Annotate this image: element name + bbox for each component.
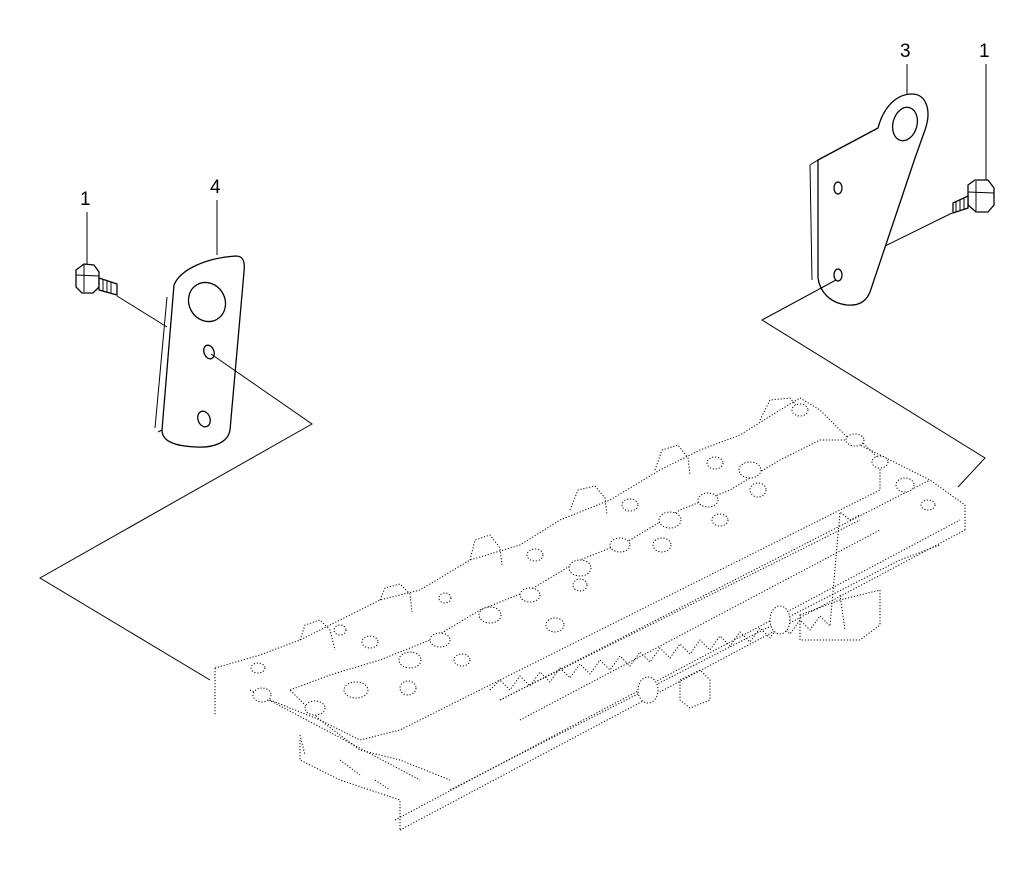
- assembly-lines: [39, 212, 986, 681]
- left-bolt: [75, 263, 118, 296]
- callout-right-bracket: 3: [900, 41, 911, 62]
- callout-left-bolt: 1: [80, 189, 91, 210]
- right-bracket-plate: [809, 93, 929, 306]
- callout-left-bracket: 4: [210, 177, 221, 198]
- callout-leaders: [86, 64, 987, 265]
- callout-right-bolt: 1: [979, 41, 990, 62]
- cylinder-head: [214, 397, 966, 831]
- left-bracket-plate: [154, 255, 245, 448]
- right-bolt: [952, 179, 995, 214]
